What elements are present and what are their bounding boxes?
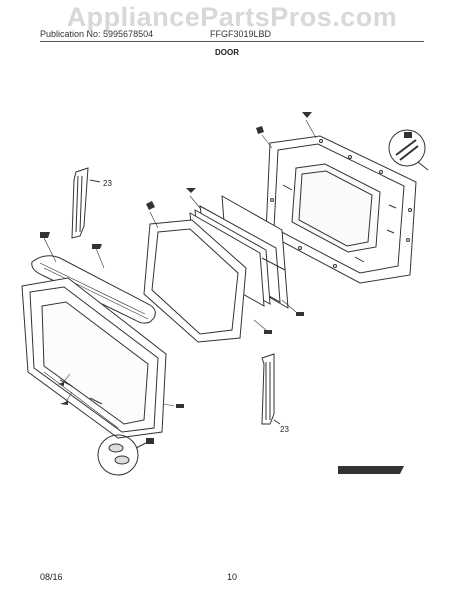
ref-mark-trim (92, 244, 102, 249)
ref-mark-glass-pack (296, 312, 304, 316)
callout-right-hinge: 23 (280, 425, 289, 434)
ref-mark-hinge-detail (146, 438, 154, 444)
reference-marks (38, 112, 412, 474)
header-rule (40, 41, 424, 42)
left-door-hinge (71, 167, 101, 239)
ref-mark-panel-top (302, 112, 312, 118)
door-liner-frame (143, 219, 247, 343)
model-number: FFGF3019LBD (210, 29, 272, 39)
inner-door-panel (265, 135, 417, 284)
right-door-hinge (261, 353, 281, 425)
ref-mark-glass (186, 188, 196, 193)
ref-mark-panel (256, 126, 264, 134)
screw-detail-circle (388, 129, 429, 171)
callout-left-hinge: 23 (103, 179, 112, 188)
ref-mark-liner (146, 201, 155, 210)
footer-page-number: 10 (227, 572, 238, 582)
hinge-screw-detail-circle (97, 434, 153, 476)
footer-date: 08/16 (40, 572, 63, 582)
outer-door-panel (21, 277, 167, 439)
ref-mark-handle (38, 232, 50, 240)
ref-mark-middle-glass (264, 330, 272, 334)
watermark: AppliancePartsPros.com (66, 2, 398, 32)
ref-mark-door-a (58, 382, 64, 386)
section-title: DOOR (215, 48, 239, 57)
ref-mark-screw-detail (404, 132, 412, 138)
publication-number: Publication No: 5995678504 (40, 29, 154, 39)
reference-logo-mark (338, 466, 404, 474)
ref-mark-outer-door (176, 404, 184, 408)
ref-mark-door-b (60, 401, 68, 405)
